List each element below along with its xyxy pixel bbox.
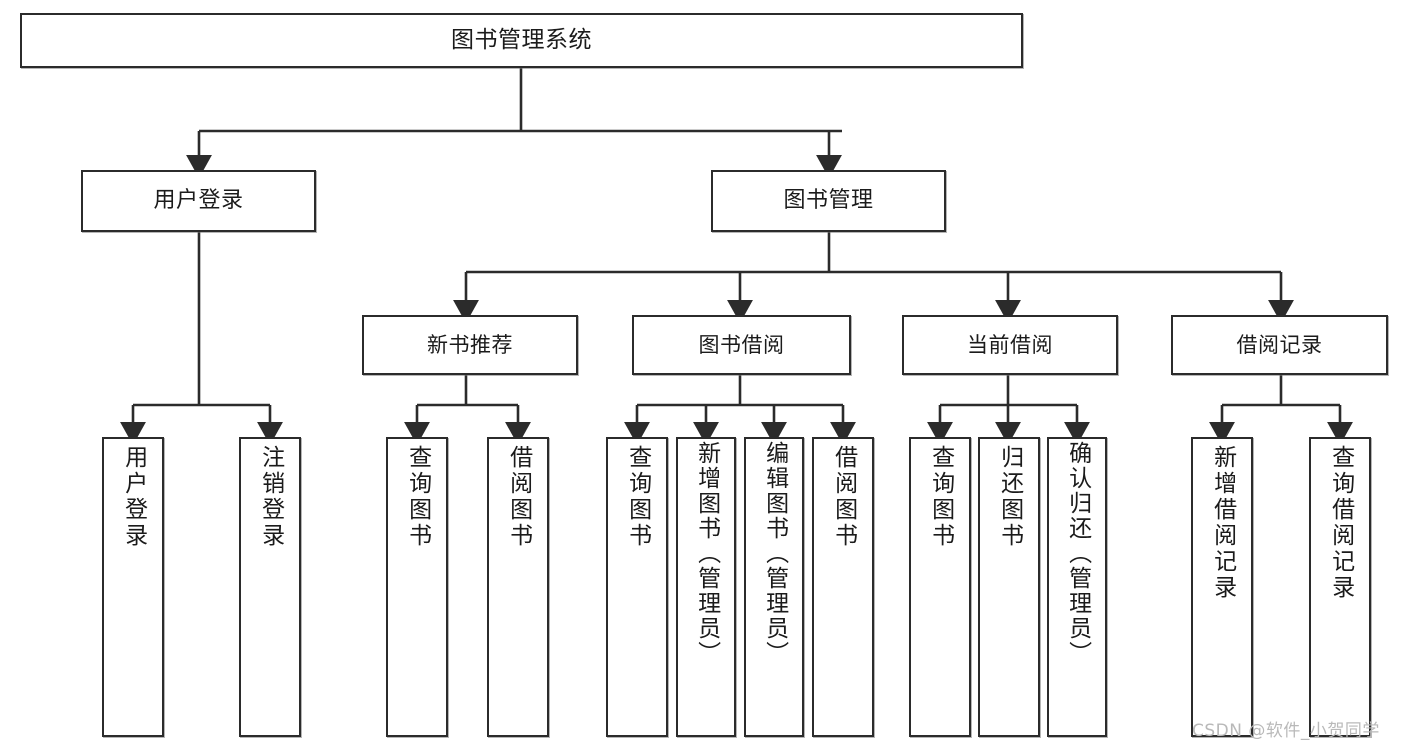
- node-label: 图书管理: [783, 188, 874, 214]
- node-label: 当前借阅: [967, 332, 1053, 357]
- node-label: 查询图书: [404, 445, 431, 549]
- leaf-logout[interactable]: 注销登录: [239, 437, 301, 737]
- node-label: 查询图书: [927, 445, 954, 549]
- leaf-query-book-recommend[interactable]: 查询图书: [386, 437, 448, 737]
- node-label: 编辑图书（管理员）: [761, 441, 788, 666]
- leaf-user-login[interactable]: 用户登录: [102, 437, 164, 737]
- leaf-query-borrow-record[interactable]: 查询借阅记录: [1309, 437, 1371, 737]
- node-root-book-management-system[interactable]: 图书管理系统: [20, 13, 1023, 68]
- node-label: 查询图书: [624, 445, 651, 549]
- node-label: 用户登录: [120, 445, 147, 549]
- node-label: 新增借阅记录: [1209, 445, 1236, 601]
- node-label: 查询借阅记录: [1327, 445, 1354, 601]
- node-user-login[interactable]: 用户登录: [81, 170, 316, 232]
- leaf-query-book-borrow[interactable]: 查询图书: [606, 437, 668, 737]
- node-label: 借阅图书: [505, 445, 532, 549]
- node-label: 图书借阅: [698, 332, 785, 357]
- node-label: 借阅图书: [830, 445, 857, 549]
- leaf-borrow-book[interactable]: 借阅图书: [812, 437, 874, 737]
- node-label: 借阅记录: [1236, 332, 1323, 357]
- node-new-book-recommend[interactable]: 新书推荐: [362, 315, 578, 375]
- leaf-add-borrow-record[interactable]: 新增借阅记录: [1191, 437, 1253, 737]
- leaf-add-book-admin[interactable]: 新增图书（管理员）: [676, 437, 736, 737]
- node-label: 新书推荐: [427, 332, 513, 357]
- node-book-management[interactable]: 图书管理: [711, 170, 946, 232]
- node-label: 注销登录: [257, 445, 284, 549]
- node-label: 用户登录: [153, 188, 244, 214]
- node-label: 新增图书（管理员）: [693, 441, 720, 666]
- leaf-query-book-current[interactable]: 查询图书: [909, 437, 971, 737]
- leaf-return-book[interactable]: 归还图书: [978, 437, 1040, 737]
- node-label: 确认归还（管理员）: [1064, 441, 1091, 666]
- leaf-confirm-return-admin[interactable]: 确认归还（管理员）: [1047, 437, 1107, 737]
- node-label: 归还图书: [996, 445, 1023, 549]
- node-label: 图书管理系统: [451, 27, 592, 54]
- node-current-borrow[interactable]: 当前借阅: [902, 315, 1118, 375]
- leaf-edit-book-admin[interactable]: 编辑图书（管理员）: [744, 437, 804, 737]
- node-book-borrow[interactable]: 图书借阅: [632, 315, 851, 375]
- node-borrow-record[interactable]: 借阅记录: [1171, 315, 1388, 375]
- leaf-borrow-book-recommend[interactable]: 借阅图书: [487, 437, 549, 737]
